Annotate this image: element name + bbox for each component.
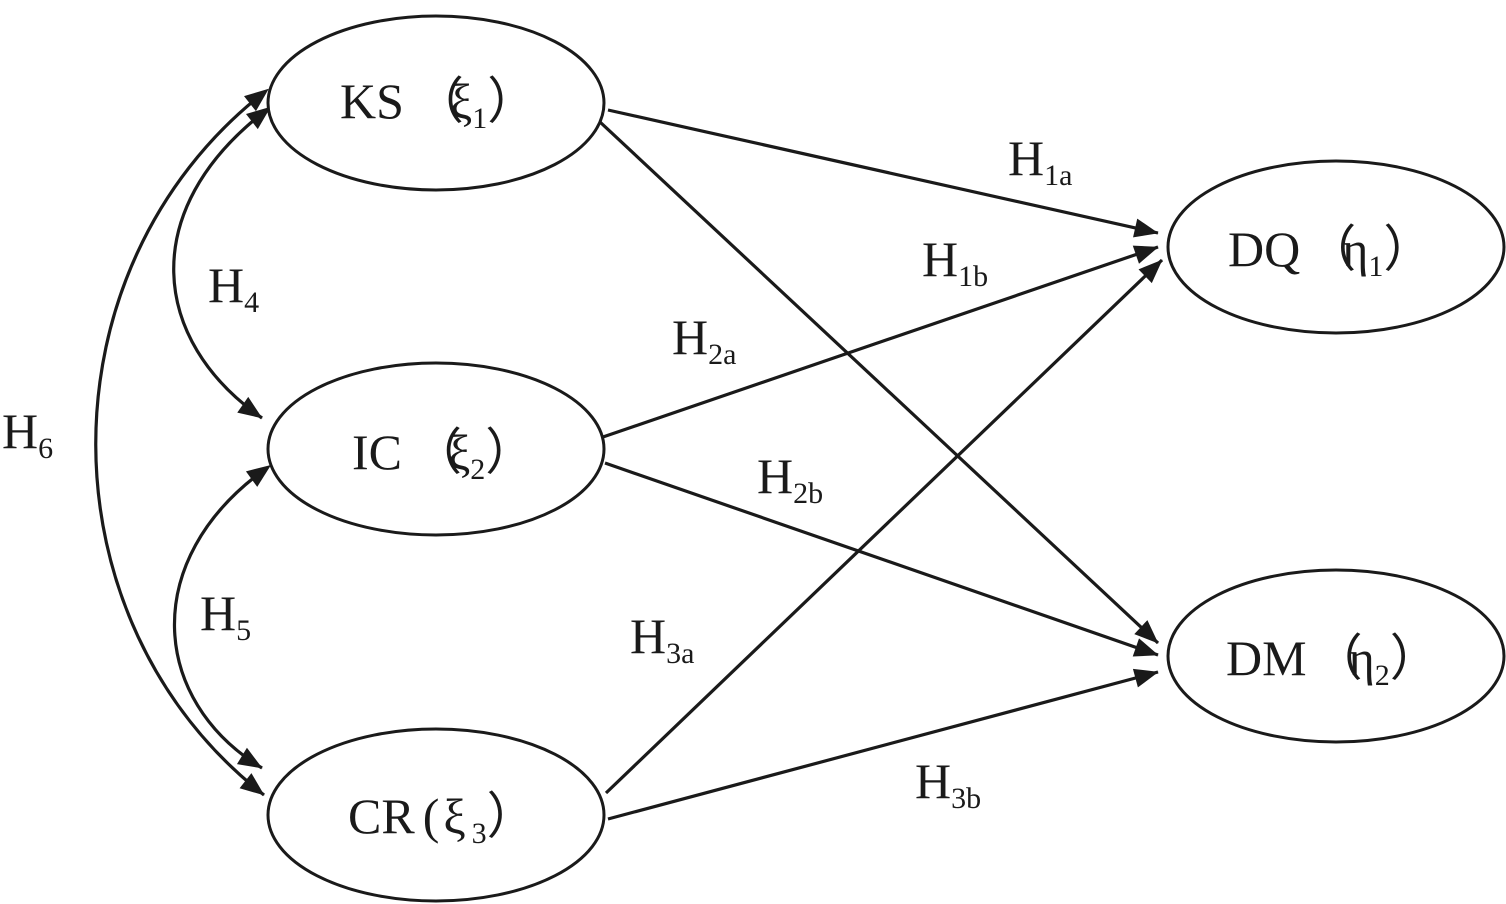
node-dq-label: DQ（η1） [1228,221,1433,283]
node-ic-ellipse [266,361,606,537]
label-h3b: H3b [915,753,981,815]
label-h4: H4 [208,257,259,319]
edge-h3a [604,258,1164,795]
node-ks-label: KS（ξ1） [340,73,537,135]
label-h6: H6 [2,403,53,465]
node-ks: KS（ξ1） [266,14,606,192]
node-ic: IC（ξ2） [266,361,606,537]
edges-group [94,88,1164,821]
edge-h3b [607,668,1159,821]
edge-h5 [172,465,272,770]
edge-h1b [599,245,1159,440]
edge-h1a [607,108,1159,238]
node-dm: DM（η2） [1166,568,1506,744]
label-h1b: H1b [922,231,988,293]
node-dm-ellipse [1166,568,1506,744]
node-dq: DQ（η1） [1166,159,1506,335]
label-h3a: H3a [630,608,694,670]
label-h2b: H2b [757,448,823,510]
edge-h2b [604,461,1159,657]
label-h1a: H1a [1008,130,1072,192]
node-ic-label: IC（ξ2） [352,424,535,486]
label-h2a: H2a [672,309,736,371]
label-h5: H5 [200,585,251,647]
node-dq-ellipse [1166,159,1506,335]
node-cr-ellipse [266,727,606,903]
edge-h3b-from-ks [598,120,1160,645]
edge-h6 [94,88,269,797]
edge-labels: H1a H1b H2a H2b H3a H3b H4 H5 H6 [2,130,1072,815]
node-ks-ellipse [266,14,606,192]
edge-h4 [172,106,271,420]
node-dm-label: DM（η2） [1226,630,1440,692]
